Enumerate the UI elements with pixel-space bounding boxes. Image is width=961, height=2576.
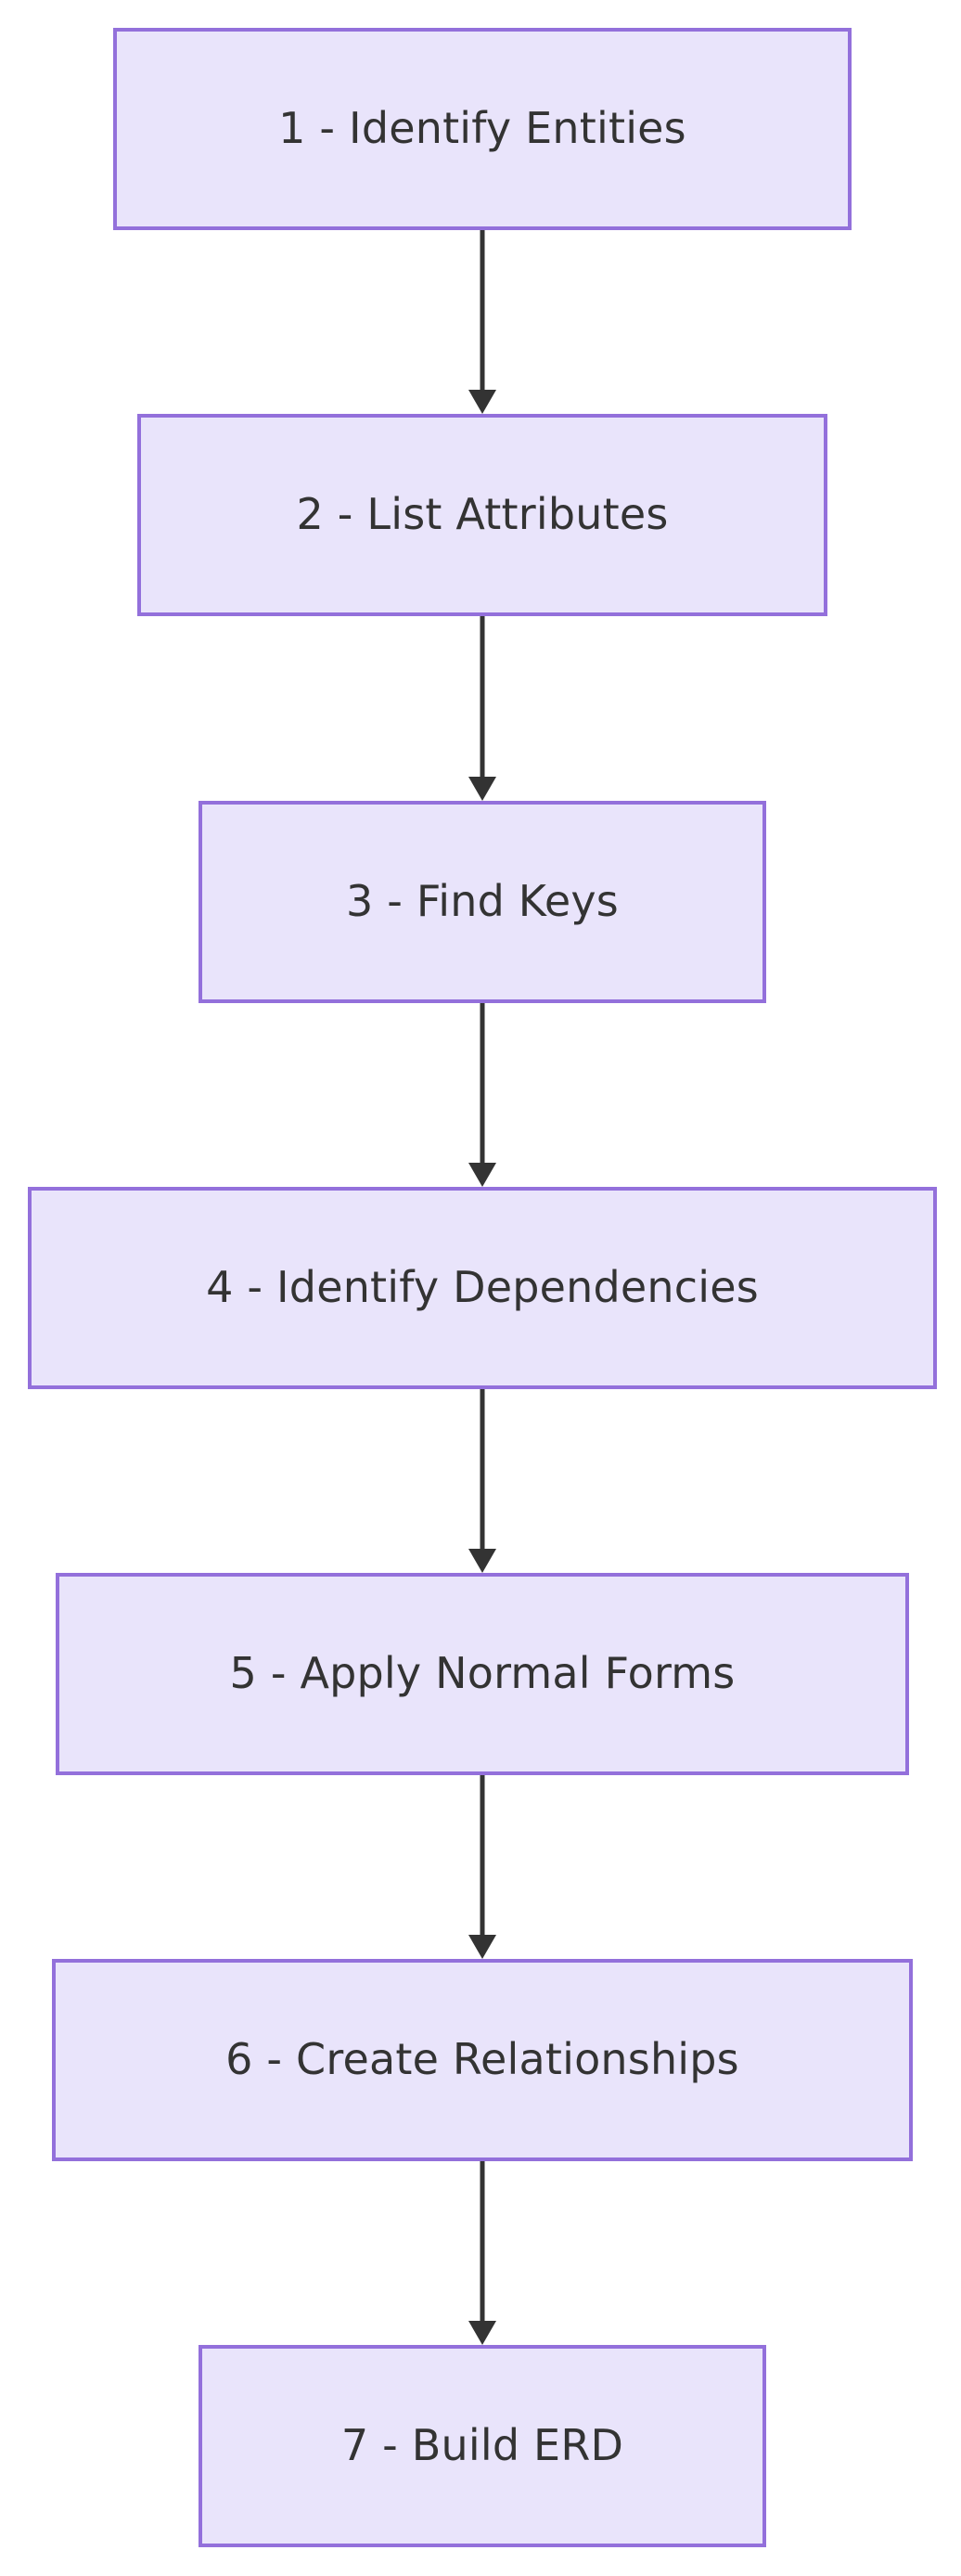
flowchart-node-label: 7 - Build ERD (340, 2420, 624, 2471)
flowchart-node-label: 5 - Apply Normal Forms (229, 1648, 736, 1699)
flowchart-node-label: 4 - Identify Dependencies (206, 1262, 759, 1313)
flowchart-node-3[interactable]: 3 - Find Keys (199, 801, 766, 1003)
edge-3 (468, 1003, 496, 1187)
flowchart-node-7[interactable]: 7 - Build ERD (199, 2345, 766, 2547)
flowchart-node-4[interactable]: 4 - Identify Dependencies (28, 1187, 937, 1389)
edge-1 (468, 230, 496, 414)
edge-2 (468, 616, 496, 801)
edge-4 (468, 1389, 496, 1573)
flowchart-node-label: 6 - Create Relationships (225, 2034, 739, 2085)
flowchart-node-label: 1 - Identify Entities (278, 103, 686, 154)
flowchart-node-5[interactable]: 5 - Apply Normal Forms (56, 1573, 909, 1775)
edge-5 (468, 1775, 496, 1959)
arrowhead-icon (468, 777, 496, 801)
flowchart-node-label: 3 - Find Keys (346, 876, 619, 927)
flowchart-node-1[interactable]: 1 - Identify Entities (113, 28, 852, 230)
arrowhead-icon (468, 2321, 496, 2345)
arrowhead-icon (468, 1935, 496, 1959)
flowchart-node-label: 2 - List Attributes (296, 489, 669, 540)
arrowhead-icon (468, 390, 496, 414)
arrowhead-icon (468, 1163, 496, 1187)
flowchart-node-2[interactable]: 2 - List Attributes (137, 414, 827, 616)
edge-6 (468, 2161, 496, 2345)
flowchart-node-6[interactable]: 6 - Create Relationships (52, 1959, 913, 2161)
arrowhead-icon (468, 1549, 496, 1573)
